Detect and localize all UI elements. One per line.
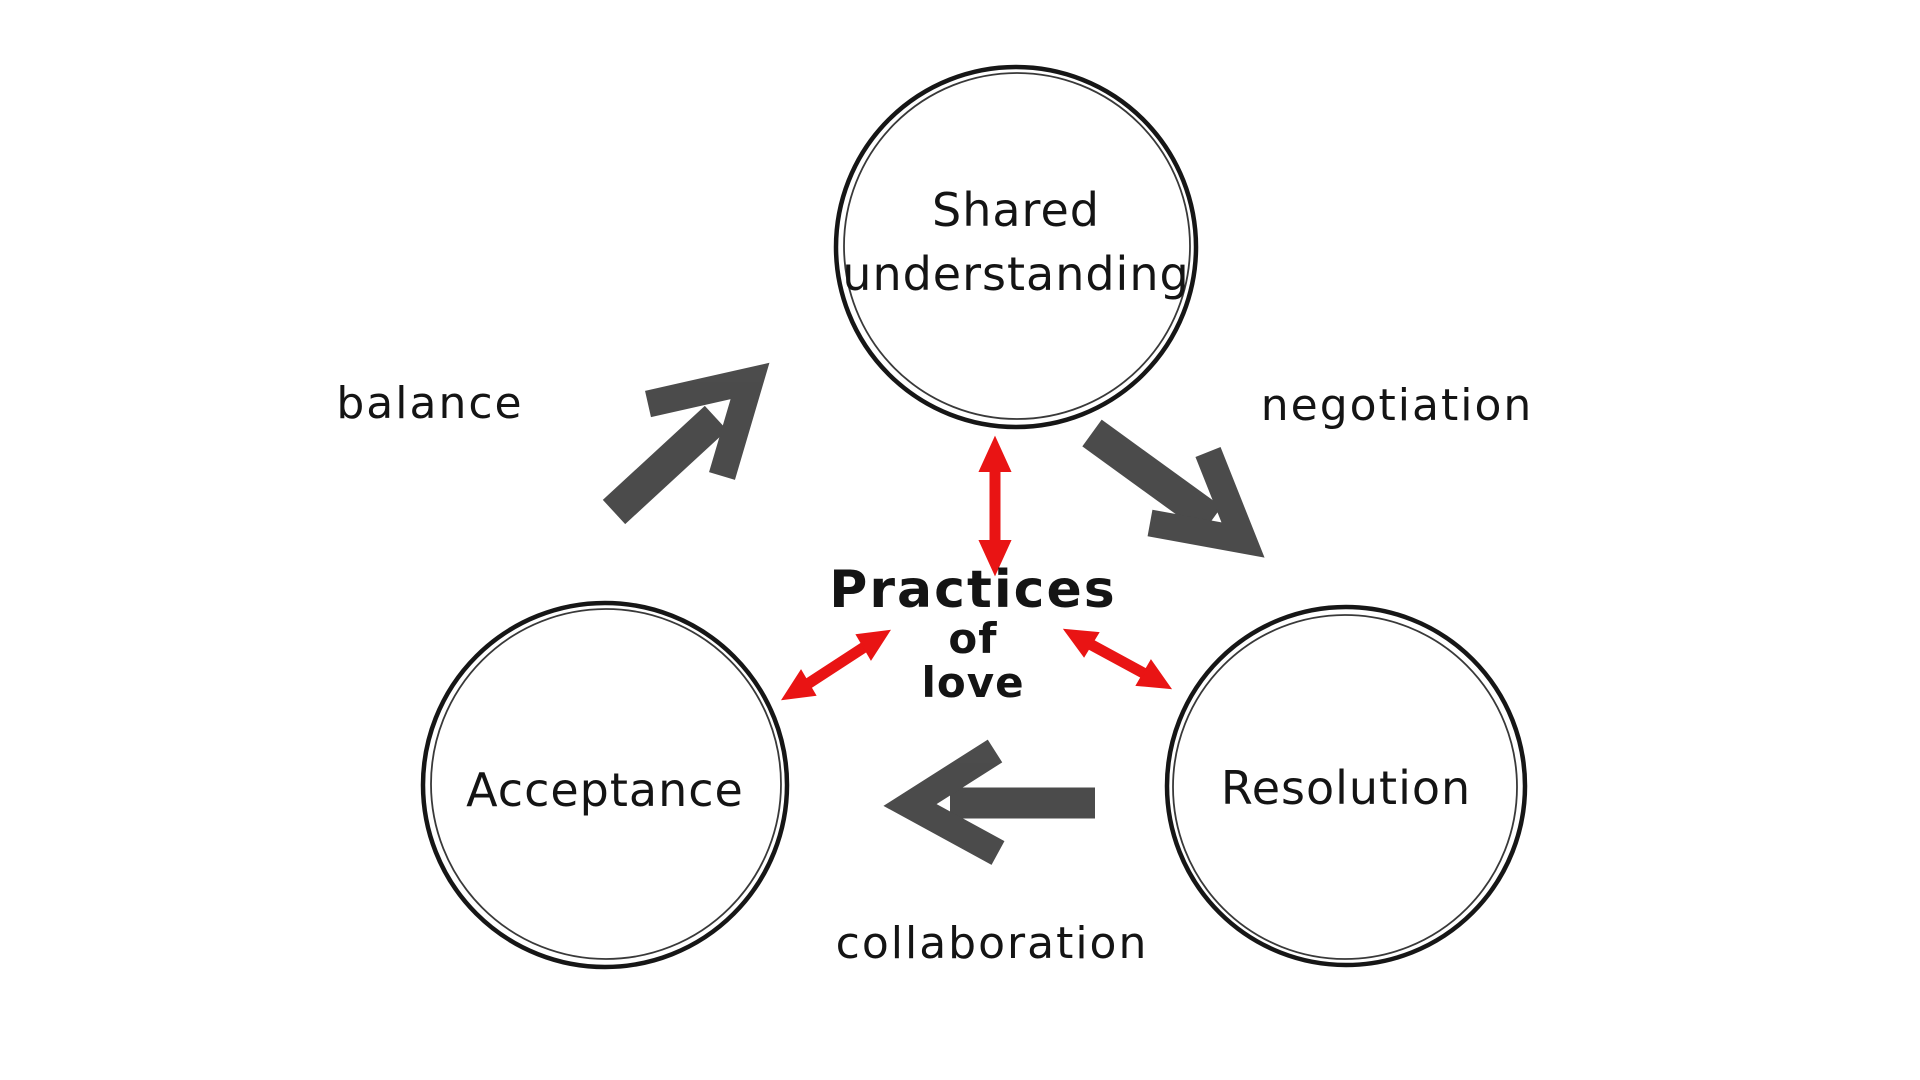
label-acceptance: Acceptance [466, 763, 744, 817]
center-line-practices: Practices [829, 560, 1117, 620]
label-shared-line1: Shared [932, 183, 1100, 237]
edge-label-balance: balance [336, 378, 524, 429]
circle-shared-understanding [833, 64, 1199, 430]
arrow-collaboration [883, 739, 1095, 865]
label-resolution: Resolution [1220, 761, 1472, 815]
edge-label-collaboration: collaboration [835, 918, 1149, 969]
center-line-of: of [948, 614, 998, 663]
label-shared-understanding: Shared understanding [806, 178, 1226, 306]
label-shared-line2: understanding [842, 247, 1190, 301]
center-text-practices-of-love: Practices of love [763, 562, 1183, 706]
center-line-love: love [921, 658, 1025, 707]
arrow-balance [602, 362, 770, 525]
circle-acceptance [420, 600, 790, 970]
edge-label-negotiation: negotiation [1260, 380, 1534, 431]
circle-resolution [1164, 604, 1528, 968]
red-arrow-center-shared [978, 435, 1012, 577]
red-arrow-center-resolution [1062, 628, 1173, 690]
arrow-negotiation [1082, 419, 1265, 558]
red-arrow-center-acceptance [781, 629, 891, 701]
